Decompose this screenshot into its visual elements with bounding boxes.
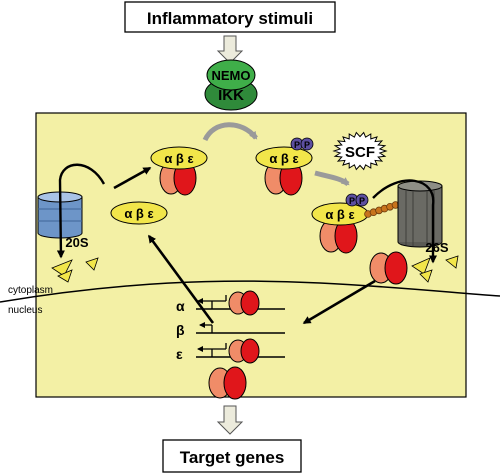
ikb-label-b: α β ε: [269, 151, 298, 166]
gene-row-beta: β: [176, 322, 285, 338]
ikb-nfkb-complex-top-left: α β ε: [150, 146, 208, 196]
target-genes-label: Target genes: [180, 448, 285, 467]
free-nfkb-cytoplasm: [369, 251, 408, 285]
scf-starburst: [332, 131, 388, 171]
transcription-down-arrow: [216, 405, 244, 435]
nfkb-dimer-bottom: [208, 366, 247, 400]
nuclear-membrane-line: [0, 280, 500, 303]
ikb-label-a: α β ε: [164, 151, 193, 166]
proteasome-26s-icon: [397, 180, 443, 248]
ikb-label-free: α β ε: [124, 206, 153, 221]
stimulus-down-arrow: [216, 35, 244, 64]
phospho-label-b1: P: [294, 140, 300, 150]
inflammatory-stimuli-label: Inflammatory stimuli: [147, 9, 313, 28]
phospho-label-c1: P: [349, 196, 355, 206]
ikb-nfkb-complex-ubiquitinated: α β ε P P: [311, 193, 405, 254]
cytoplasm-label: cytoplasm: [8, 285, 53, 296]
reassembly-arrow: [113, 166, 152, 190]
gene-beta-label: β: [176, 322, 185, 338]
nfkb-import-arrow: [302, 279, 376, 325]
nucleus-label: nucleus: [8, 305, 42, 316]
free-ikb-ellipse: [110, 201, 168, 225]
ikb-label-c: α β ε: [325, 207, 354, 222]
gene-alpha-label: α: [176, 298, 185, 314]
gene-row-alpha: α: [176, 290, 285, 316]
target-genes-box: [162, 439, 302, 473]
scf-label: SCF: [345, 144, 375, 161]
scf-ubiquitination-arrow: [314, 170, 350, 187]
ikk-label: IKK: [218, 87, 244, 104]
inflammatory-stimuli-box: [124, 1, 336, 33]
nemo-label: NEMO: [212, 68, 251, 83]
proteasome-20s-label: 20S: [65, 235, 88, 250]
degradation-20s-arrow: [56, 163, 106, 259]
peptide-fragments-left: [51, 257, 99, 283]
ikb-nfkb-complex-phosphorylated: α β ε P P: [255, 137, 314, 196]
phospho-label-b2: P: [304, 140, 310, 150]
peptide-fragments-right: [411, 255, 459, 283]
degradation-26s-arrow: [372, 179, 437, 264]
gene-epsilon-label: ε: [176, 346, 183, 362]
gene-row-epsilon: ε: [176, 338, 285, 364]
ikk-phosphorylation-arrow: [202, 122, 258, 142]
phospho-label-c2: P: [359, 196, 365, 206]
proteasome-26s-label: 26S: [425, 240, 448, 255]
nemo-ellipse: [206, 59, 256, 91]
